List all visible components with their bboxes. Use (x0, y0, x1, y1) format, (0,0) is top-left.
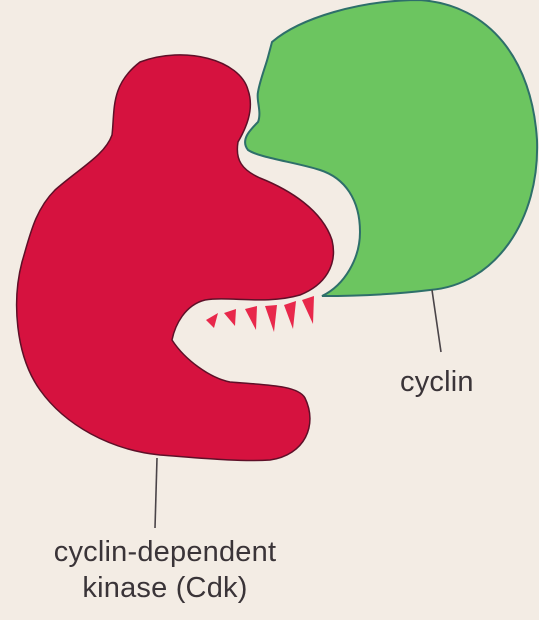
cdk-label-line-2: kinase (Cdk) (0, 570, 330, 606)
active-site-mark (302, 296, 314, 324)
active-site-marks (206, 296, 314, 332)
active-site-mark (206, 313, 218, 328)
cyclin-label: cyclin (400, 364, 474, 400)
active-site-mark (265, 305, 277, 332)
active-site-mark (245, 306, 257, 330)
active-site-mark (224, 309, 236, 326)
cyclin-leader-line (432, 290, 441, 352)
active-site-mark (284, 301, 296, 329)
cdk-label-line-1: cyclin-dependent (0, 534, 330, 570)
cdk-label: cyclin-dependent kinase (Cdk) (0, 534, 330, 606)
cdk-leader-line (155, 458, 157, 528)
